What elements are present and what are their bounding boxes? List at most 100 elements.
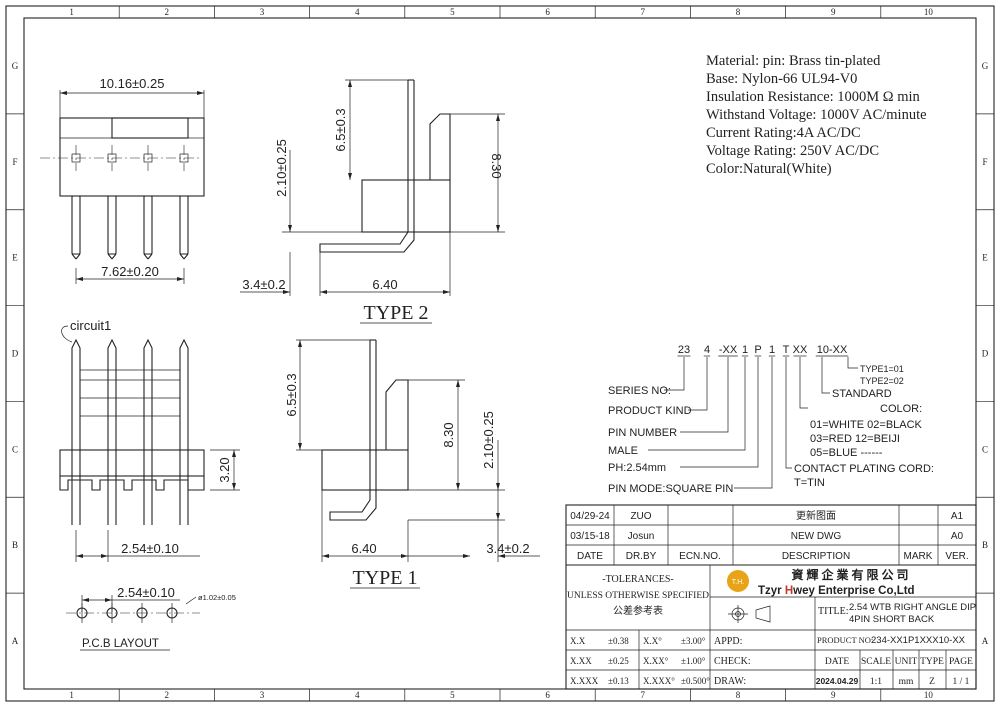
zone-row-label: D: [12, 349, 19, 359]
rev-h-desc: DESCRIPTION: [782, 551, 850, 562]
zone-row-label: E: [12, 253, 18, 263]
page-h: PAGE: [949, 657, 973, 667]
date-h: DATE: [825, 657, 849, 667]
tol-cell: ±0.38: [608, 636, 629, 646]
t2-dim-6-5: 6.5±0.3: [333, 108, 348, 151]
code-segment: 1: [742, 344, 748, 356]
tol-cn: 公差参考表: [613, 604, 663, 617]
zone-row-label: A: [12, 636, 19, 646]
spec-line: Material: pin: Brass tin-plated: [706, 53, 881, 69]
rev-cell-ver: A0: [951, 531, 964, 542]
rev-h-by: DR.BY: [626, 551, 657, 562]
check-label: CHECK:: [714, 656, 751, 667]
pcb-layout: 2.54±0.10 ø1.02±0.05 P.C.B LAYOUT: [66, 585, 236, 651]
title-line1: 2.54 WTB RIGHT ANGLE DIP: [849, 602, 976, 613]
tol-title: -TOLERANCES-: [602, 574, 673, 585]
logo-text: T.H.: [732, 579, 745, 586]
rev-cell-desc: NEW DWG: [791, 531, 842, 542]
tol-cell: ±3.00°: [681, 636, 706, 646]
code-segment: -XX: [719, 344, 738, 356]
date-val: 2024.04.29: [816, 676, 859, 686]
rev-cell-desc: 更新图面: [796, 509, 836, 522]
zone-col-label: 2: [165, 7, 170, 17]
pcb-layout-label: P.C.B LAYOUT: [82, 638, 159, 650]
code-segment: P: [754, 344, 761, 356]
code-tin: T=TIN: [794, 477, 825, 489]
code-segment: XX: [793, 344, 808, 356]
tol-cell: ±0.25: [608, 656, 629, 666]
zone-row-label: B: [982, 540, 988, 550]
appd-label: APPD:: [714, 636, 742, 647]
t2-dim-3-4: 3.4±0.2: [242, 277, 285, 292]
front-view: circuit1 3.20 2.54±0.10: [59, 318, 240, 562]
front-pin: [107, 338, 117, 525]
zone-col-label: 1: [69, 7, 74, 17]
product-no: 234-XX1P1XXX10-XX: [871, 635, 966, 646]
zone-row-label: E: [982, 253, 988, 263]
code-color2: 03=RED 12=BEIJI: [810, 433, 900, 445]
company-cn: 資 輝 企 業 有 限 公 司: [791, 567, 908, 582]
tol-cell: X.XXX°: [643, 676, 675, 686]
code-standard: STANDARD: [832, 388, 892, 400]
rev-cell-by: Josun: [628, 531, 655, 542]
top-width-dim: 10.16±0.25: [100, 76, 165, 91]
top-pitch-dim: 7.62±0.20: [101, 264, 159, 279]
type-h: TYPE: [920, 657, 944, 667]
front-pin: [143, 338, 153, 525]
code-type2: TYPE2=02: [860, 376, 904, 386]
code-segment: 1: [769, 344, 775, 356]
pcb-hole-dim: ø1.02±0.05: [198, 593, 236, 602]
code-plating: CONTACT PLATING CORD:: [794, 463, 934, 475]
rev-h-ver: VER.: [945, 551, 968, 562]
spec-line: Insulation Resistance: 1000M Ω min: [706, 89, 921, 105]
code-kind: PRODUCT KIND: [608, 405, 692, 417]
code-segment: 23: [678, 344, 690, 356]
code-series: SERIES NO:: [608, 385, 671, 397]
t2-dim-2-10: 2.10±0.25: [274, 139, 289, 197]
title-label: TITLE:: [818, 606, 849, 617]
tol-cell: ±0.13: [608, 676, 629, 686]
zone-col-label: 10: [924, 7, 934, 17]
zone-row-label: G: [982, 61, 989, 71]
zone-col-label: 5: [450, 690, 455, 700]
rev-h-ecn: ECN.NO.: [679, 551, 721, 562]
title-line2: 4PIN SHORT BACK: [849, 614, 935, 625]
type2-label: TYPE 2: [364, 302, 429, 324]
code-ph: PH:2.54mm: [608, 462, 666, 474]
zone-col-label: 5: [450, 7, 455, 17]
pin-leg: [71, 195, 81, 255]
code-male: MALE: [608, 445, 638, 457]
zone-row-label: D: [982, 349, 989, 359]
rev-cell-date: 04/29-24: [570, 511, 610, 522]
front-pin: [179, 338, 189, 525]
tol-cell: ±0.500°: [681, 676, 710, 686]
code-color1: 01=WHITE 02=BLACK: [810, 419, 923, 431]
pin-leg: [143, 195, 153, 255]
type2-view: 6.5±0.3 2.10±0.25 8.30 3.4±0.2 6.40 TYPE…: [240, 79, 505, 324]
zone-col-label: 10: [924, 690, 934, 700]
code-pin-mode: PIN MODE:SQUARE PIN: [608, 483, 733, 495]
company-logo-icon: [727, 570, 749, 592]
zone-col-label: 4: [355, 7, 360, 17]
t2-dim-6-40: 6.40: [372, 277, 397, 292]
pin-leg: [179, 195, 189, 255]
tol-cell: X.X: [570, 636, 586, 646]
rev-cell-by: ZUO: [630, 511, 651, 522]
page-val: 1 / 1: [953, 677, 970, 687]
rev-cell-date: 03/15-18: [570, 531, 610, 542]
unit-h: UNIT: [895, 657, 918, 667]
code-color: COLOR:: [880, 403, 922, 415]
draw-label: DRAW:: [714, 676, 746, 687]
circuit1-label: circuit1: [70, 318, 111, 333]
zone-row-label: A: [982, 636, 989, 646]
code-segment: T: [783, 344, 790, 356]
projection-symbol-icon: [728, 605, 771, 623]
zone-col-label: 4: [355, 690, 360, 700]
spec-line: Current Rating:4A AC/DC: [706, 125, 861, 141]
zone-row-label: B: [12, 540, 18, 550]
code-segment: 10-XX: [817, 344, 848, 356]
t1-dim-6-5: 6.5±0.3: [284, 373, 299, 416]
